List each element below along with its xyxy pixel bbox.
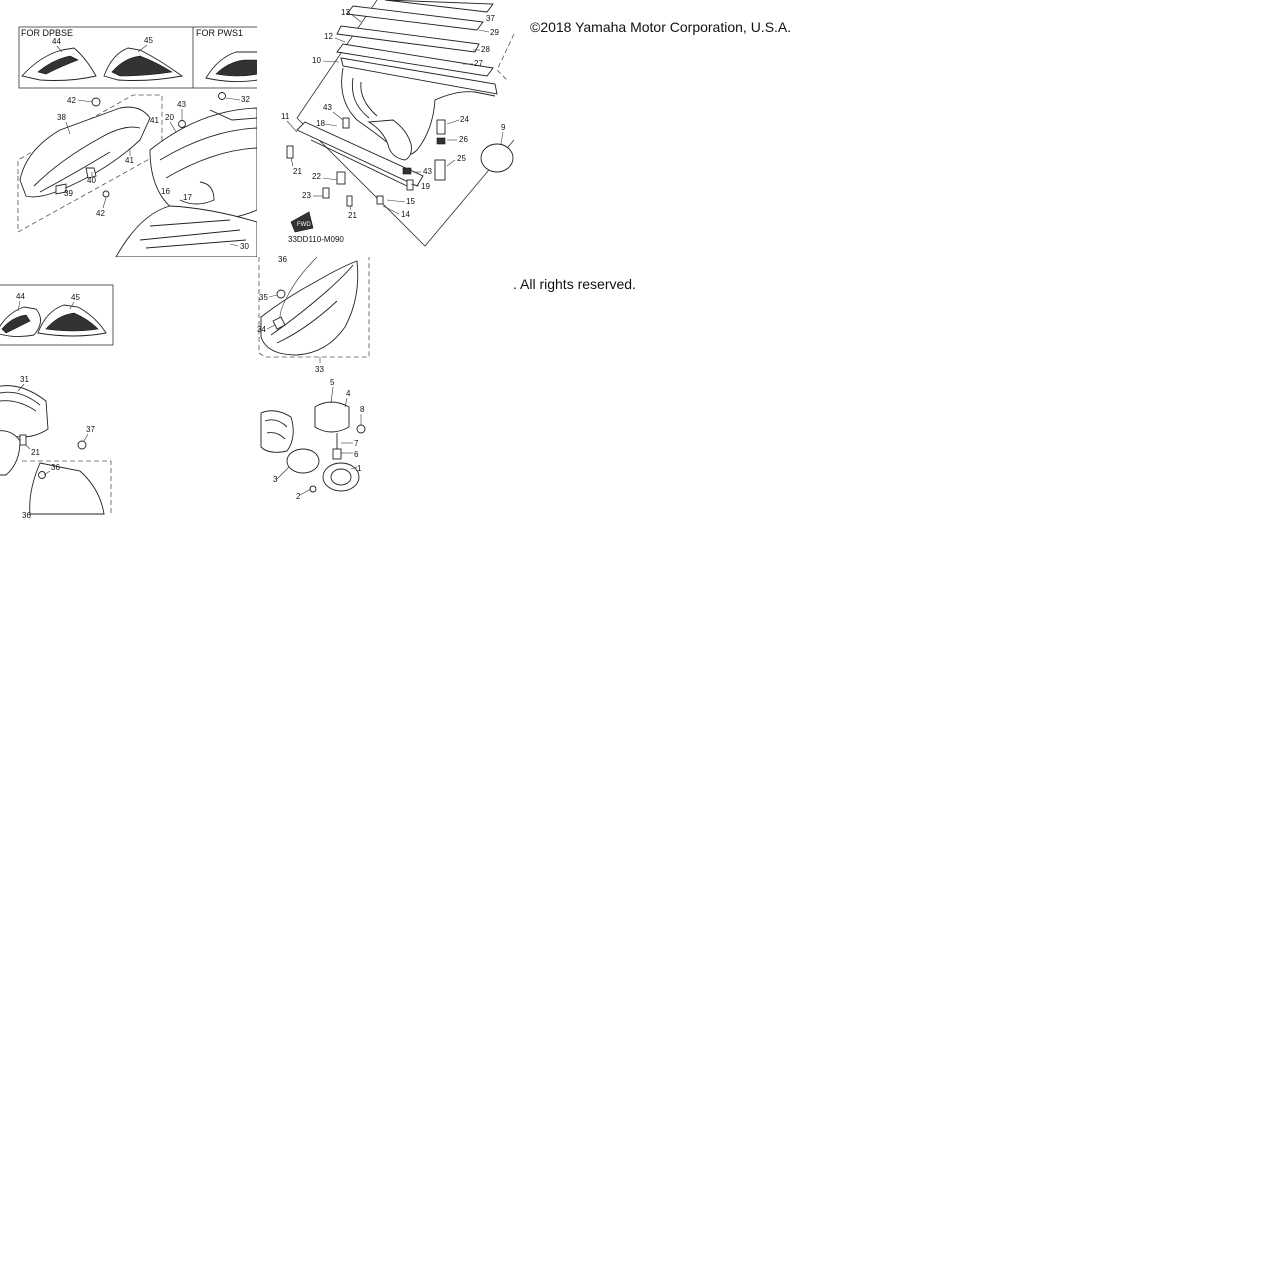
- cover-5: [314, 401, 350, 433]
- svg-text:28: 28: [481, 45, 490, 54]
- svg-text:20: 20: [165, 113, 174, 122]
- svg-text:13: 13: [341, 8, 350, 17]
- hood-cover-38: [19, 106, 151, 198]
- rail-27: [336, 43, 494, 77]
- svg-text:21: 21: [31, 448, 40, 457]
- svg-text:4: 4: [346, 389, 351, 398]
- svg-text:3: 3: [273, 475, 278, 484]
- rights-text: . All rights reserved.: [513, 276, 636, 292]
- svg-text:39: 39: [64, 189, 73, 198]
- svg-text:34: 34: [257, 325, 266, 334]
- svg-text:43: 43: [177, 100, 186, 109]
- ring-9: [480, 143, 514, 173]
- svg-text:40: 40: [87, 176, 96, 185]
- svg-text:30: 30: [240, 242, 249, 251]
- svg-text:35: 35: [259, 293, 268, 302]
- svg-text:36: 36: [51, 463, 60, 472]
- svg-text:37: 37: [486, 14, 495, 23]
- decal-box-2: [0, 284, 114, 346]
- throttle-body: [260, 410, 294, 453]
- diagram-tile-side-panel: 36 35 34 33 5 4 8 7 6 1 3 2: [257, 255, 514, 514]
- svg-text:27: 27: [474, 59, 483, 68]
- for-dpbse-label: FOR DPBSE: [21, 28, 73, 38]
- svg-text:9: 9: [501, 123, 506, 132]
- svg-text:37: 37: [86, 425, 95, 434]
- svg-text:8: 8: [360, 405, 365, 414]
- airbox-diagram: FWD 33DD110-M090 13 12 10 37 29 28 27 11…: [281, 0, 515, 247]
- svg-text:17: 17: [183, 193, 192, 202]
- svg-text:44: 44: [52, 37, 61, 46]
- svg-text:45: 45: [144, 36, 153, 45]
- hood-diagram: FOR DPBSE FOR PWS1 44 45 42 38: [17, 26, 260, 258]
- base-plate: [296, 121, 424, 187]
- svg-text:6: 6: [354, 450, 359, 459]
- svg-text:42: 42: [96, 209, 105, 218]
- svg-text:7: 7: [354, 439, 359, 448]
- svg-text:15: 15: [406, 197, 415, 206]
- svg-text:25: 25: [457, 154, 466, 163]
- svg-text:33: 33: [315, 365, 324, 374]
- svg-text:21: 21: [348, 211, 357, 220]
- side-panel-diagram: 36 35 34 33 5 4 8 7 6 1 3 2: [257, 255, 370, 501]
- svg-text:10: 10: [312, 56, 321, 65]
- diagram-tile-front-cover: 31 37 21 36 36: [0, 371, 257, 520]
- decals-diagram: 44 45: [0, 284, 114, 346]
- svg-text:41: 41: [150, 116, 159, 125]
- svg-text:1: 1: [357, 464, 362, 473]
- svg-text:31: 31: [20, 375, 29, 384]
- svg-text:36: 36: [278, 255, 287, 264]
- svg-text:14: 14: [401, 210, 410, 219]
- svg-text:19: 19: [421, 182, 430, 191]
- svg-text:24: 24: [460, 115, 469, 124]
- fwd-badge-icon: FWD: [290, 211, 314, 233]
- svg-text:41: 41: [125, 156, 134, 165]
- svg-text:11: 11: [281, 112, 290, 121]
- svg-text:45: 45: [71, 293, 80, 302]
- svg-text:26: 26: [459, 135, 468, 144]
- for-pws1-label: FOR PWS1: [196, 28, 243, 38]
- diagram-tile-airbox: FWD 33DD110-M090 13 12 10 37 29 28 27 11…: [257, 0, 515, 257]
- svg-text:FWD: FWD: [297, 222, 311, 228]
- svg-text:43: 43: [323, 103, 332, 112]
- svg-text:21: 21: [293, 167, 302, 176]
- svg-text:5: 5: [330, 378, 335, 387]
- tray-30: [115, 205, 258, 258]
- deck-16: [149, 107, 258, 220]
- svg-text:18: 18: [316, 119, 325, 128]
- svg-text:12: 12: [324, 32, 333, 41]
- svg-text:44: 44: [16, 292, 25, 301]
- air-duct: [341, 67, 496, 156]
- svg-text:22: 22: [312, 172, 321, 181]
- copyright-text: ©2018 Yamaha Motor Corporation, U.S.A.: [530, 19, 792, 35]
- svg-text:2: 2: [296, 492, 301, 501]
- flange-1: [322, 462, 360, 492]
- svg-text:23: 23: [302, 191, 311, 200]
- svg-text:32: 32: [241, 95, 250, 104]
- svg-text:42: 42: [67, 96, 76, 105]
- cover-31: [0, 385, 49, 438]
- rail-28: [336, 25, 480, 53]
- svg-text:36: 36: [22, 511, 31, 520]
- front-cover-diagram: 31 37 21 36 36: [0, 375, 112, 520]
- svg-text:43: 43: [423, 167, 432, 176]
- rail-29: [346, 5, 484, 31]
- svg-text:38: 38: [57, 113, 66, 122]
- clamp-3: [286, 448, 320, 474]
- diagram-tile-hood: FOR DPBSE FOR PWS1 44 45 42 38: [0, 0, 260, 258]
- svg-text:16: 16: [161, 187, 170, 196]
- drawing-code: 33DD110-M090: [288, 235, 344, 244]
- svg-text:29: 29: [490, 28, 499, 37]
